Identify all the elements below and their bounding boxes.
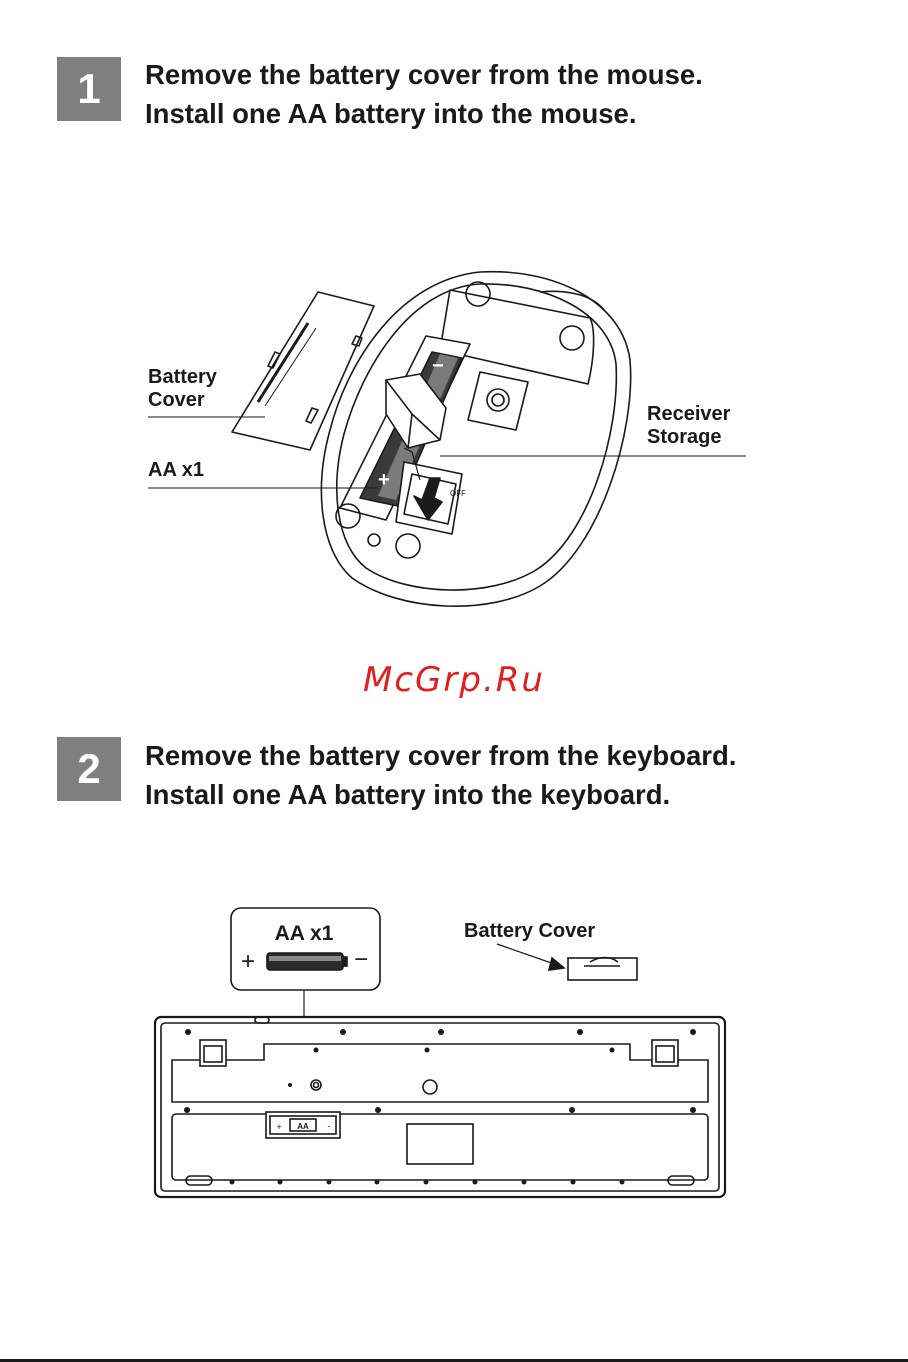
aa-battery-keyboard — [267, 953, 343, 970]
compartment-label: AA — [297, 1122, 309, 1131]
compartment-minus: - — [328, 1121, 331, 1131]
keyboard-battery-cover — [568, 958, 637, 980]
battery-cover-label-2: Battery Cover — [464, 920, 595, 942]
callout-title: AA x1 — [275, 922, 334, 945]
callout-minus: − — [354, 946, 368, 973]
callout-plus: + — [241, 948, 255, 975]
compartment-plus: + — [276, 1122, 281, 1132]
